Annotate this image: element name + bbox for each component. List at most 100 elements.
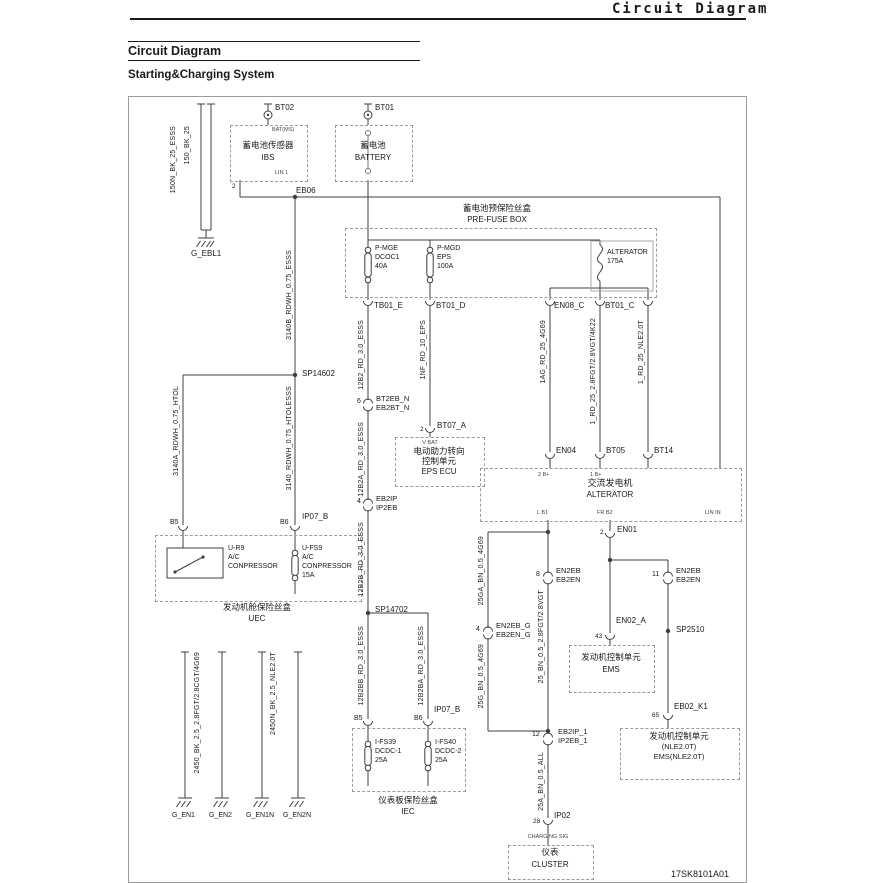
ground-label-gen2: G_EN2 <box>209 812 232 819</box>
splice-label-sp14702: SP14702 <box>375 605 408 614</box>
fuse-label-ifs40-3: 25A <box>435 757 448 764</box>
node-label-en2eb-8: EN2EB <box>556 566 581 575</box>
ground-label-gen2n: G_EN2N <box>283 812 312 819</box>
wire-label-2450: 2450_BK_2.5_2.8FGT/2.8CGT/4G69 <box>194 652 201 774</box>
cluster-box <box>508 845 594 880</box>
connector-label-ip02: IP02 <box>554 811 571 820</box>
ground-label-gebl1: G_EBL1 <box>191 249 222 258</box>
node-label-eb2ip: EB2IP <box>376 494 398 503</box>
wire-label-12b2ba: 12B2BA_RD_3.0_ESSS <box>418 626 425 706</box>
fuse-label-ifs39-2: DCDC-1 <box>375 748 402 755</box>
connector-label-bt14: BT14 <box>654 446 674 455</box>
ground-icon-gen2n <box>289 796 305 808</box>
wire-label-1ag: 1AG_RD_25_4G69 <box>540 320 547 384</box>
pin-label-2b: 2 B+ <box>538 472 550 478</box>
pin-label-1b: 1 B+ <box>590 472 602 478</box>
pin-label-b5-uec: B5 <box>170 519 179 526</box>
pin-label-b5-iec: B5 <box>354 715 363 722</box>
ems-box <box>569 645 655 693</box>
ground-icon-gen1 <box>176 796 192 808</box>
connector-label-ip07b-top: IP07_B <box>302 512 329 521</box>
pin-label-eb02: 65 <box>652 712 660 719</box>
node-label-en2eb-11: EN2EB <box>676 566 701 575</box>
header-rule <box>130 18 746 20</box>
section-rule-bottom <box>128 60 420 61</box>
ems-nle-title-3: EMS(NLE2.0T) <box>653 752 705 761</box>
connector-label-en04: EN04 <box>556 446 577 455</box>
pin-label-bt07: 2 <box>420 426 424 433</box>
pin-label-l: L B1 <box>537 510 549 516</box>
pin-label-b6-iec: B6 <box>414 715 423 722</box>
connector-label-bt05: BT05 <box>606 446 626 455</box>
eps-title-2: 控制单元 <box>421 456 457 466</box>
node-label-ip2eb: IP2EB <box>376 503 398 512</box>
node-label-en2eb-g: EN2EB_G <box>496 621 531 630</box>
ems-title-2: EMS <box>602 665 620 674</box>
relay-label-ur9-3: CONPRESSOR <box>228 563 278 570</box>
node-label-ip2eb-1: IP2EB_1 <box>558 736 588 745</box>
pin-label-b6-uec: B6 <box>280 519 289 526</box>
fusible-link-icon <box>596 244 604 282</box>
fuse-label-ifs39-1: I-FS39 <box>375 739 397 746</box>
prefuse-box <box>345 228 657 298</box>
wire-label-1rd-nle: 1_RD_25_NLE2.0T <box>638 320 645 385</box>
fuse-label-eps-1: P-MGD <box>437 245 461 252</box>
wire-label-12b2a: 12B2A_RD_3.0_ESSS <box>358 422 365 497</box>
wire-label-3140: 3140_RDWH_0.75_HTOLESSS <box>286 386 293 491</box>
ground-label-gen1n: G_EN1N <box>246 812 275 819</box>
prefuse-title-en: PRE-FUSE BOX <box>467 215 527 224</box>
fuse-label-dcoc1-3: 40A <box>375 263 388 270</box>
fuse-icons <box>291 246 434 772</box>
ibs-pin-label: BAT(MS) <box>272 127 295 133</box>
fuse-label-eps-2: EPS <box>437 254 452 261</box>
ground-icon-gebl1 <box>196 237 215 248</box>
node-label-eb2en-g: EB2EN_G <box>496 630 531 639</box>
fuse-label-ufs9-1: U-FS9 <box>302 545 323 552</box>
wire-label-12b2b: 12B2B_RD_3.0_ESSS <box>358 522 365 597</box>
doc-number: 17SK8101A01 <box>671 869 730 879</box>
cluster-title-cn: 仪表 <box>541 847 559 857</box>
prefuse-title-cn: 蓄电池预保险丝盒 <box>462 203 532 213</box>
fuse-label-dcoc1-1: P-MGE <box>375 245 398 252</box>
connector-label-eb06: EB06 <box>296 186 316 195</box>
ems-title-1: 发动机控制单元 <box>581 652 641 662</box>
battery-terminal-icon-bt02 <box>263 110 273 120</box>
pin-label-ip02: 28 <box>533 818 541 825</box>
connector-label-bt07-a: BT07_A <box>437 421 466 430</box>
ibs-lin-pin-label: LIN 1 <box>275 170 289 176</box>
alternator-title-en: ALTERATOR <box>586 490 634 499</box>
iec-title-en: IEC <box>401 807 415 816</box>
ground-icon-gen2 <box>213 796 229 808</box>
pin-label-lin: LIN IN <box>705 510 721 516</box>
wire-label-12b2: 12B2_RD_3.0_ESSS <box>358 320 365 390</box>
alternator-title-cn: 交流发电机 <box>587 478 633 488</box>
node-number-n8: 8 <box>536 571 540 578</box>
wire-label-25ga: 25GA_BN_0.5_4G69 <box>478 536 485 606</box>
relay-label-ur9-2: A/C <box>228 554 240 561</box>
relay-icon <box>166 547 224 579</box>
wire-label-150n: 150N_BK_25_ESSS <box>170 126 177 194</box>
battery-box <box>335 125 413 182</box>
fuse-label-eps-3: 100A <box>437 263 454 270</box>
fuse-label-alt-1: ALTERATOR <box>607 249 648 256</box>
wire-label-150: 150_BK_25 <box>184 126 191 165</box>
fuse-label-alt-2: 175A <box>607 258 624 265</box>
fusible-link-frame <box>590 240 654 292</box>
wire-label-3140a: 3140A_RDWH_0.75_HTOL <box>173 386 180 476</box>
fuse-label-ifs39-3: 25A <box>375 757 388 764</box>
wire-label-25bn: 25_BN_0.5_2.8FGT/2.8VGT <box>538 590 545 684</box>
pin-label-vbat: V BAT <box>422 440 438 446</box>
battery-title-cn: 蓄电池 <box>360 140 386 150</box>
node-number-n11: 11 <box>652 571 660 578</box>
subsection-title: Starting&Charging System <box>128 69 275 81</box>
battery-terminal-icon-bt01 <box>363 110 373 120</box>
node-number-n6: 6 <box>357 398 361 405</box>
node-label-eb2en-8: EB2EN <box>556 575 581 584</box>
wire-label-2450n: 2450N_BK_2.5_NLE2.0T <box>270 652 277 735</box>
fuse-label-ifs40-1: I-FS40 <box>435 739 457 746</box>
wire-label-12b2bb: 12B2BB_RD_3.0_ESSS <box>358 626 365 706</box>
wire-label-1rd-28: 1_RD_25_2.8FGT/2.8VGT/4K22 <box>590 318 597 425</box>
uec-title-en: UEC <box>248 614 266 623</box>
ground-icon-gen1n <box>253 796 269 808</box>
fuse-label-ifs40-2: DCDC-2 <box>435 748 462 755</box>
